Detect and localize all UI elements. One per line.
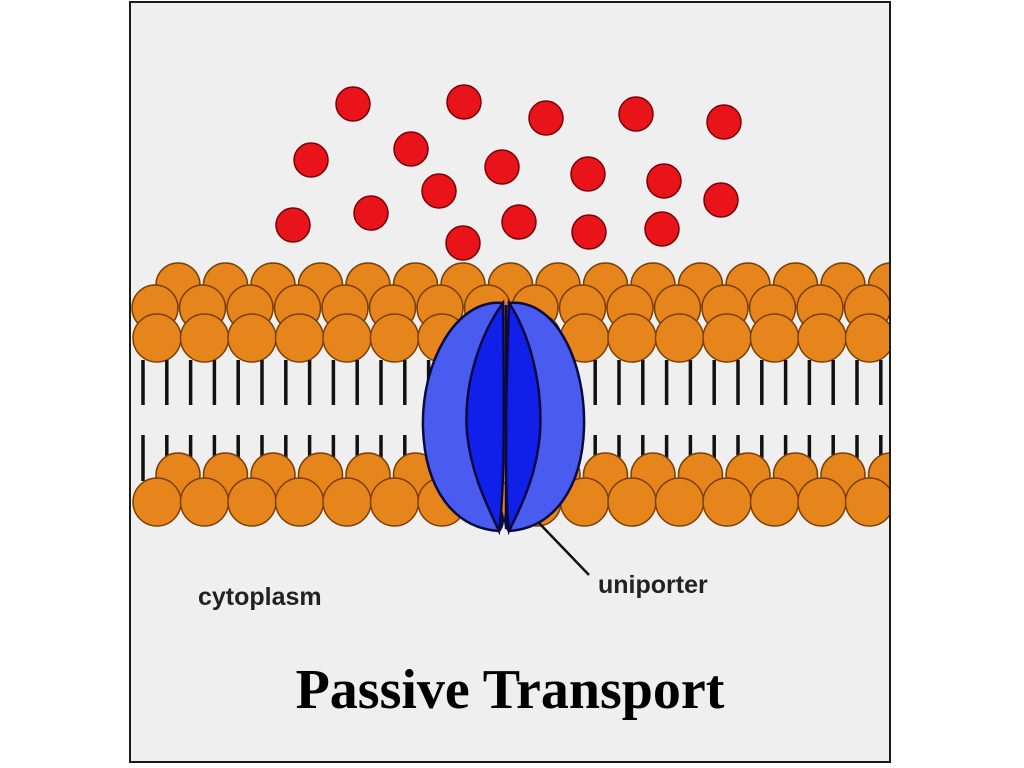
solute-molecule — [528, 100, 564, 136]
phospholipid-head — [369, 477, 420, 527]
solute-molecule — [618, 96, 654, 132]
phospholipid-head — [797, 313, 847, 363]
solute-molecules — [275, 84, 742, 261]
solute-molecule — [275, 207, 311, 243]
phospholipid-head — [369, 313, 420, 363]
uniporter-protein — [421, 299, 586, 536]
phospholipid-head — [322, 477, 372, 527]
phospholipid-head — [702, 477, 752, 527]
phospholipid-head — [274, 313, 325, 363]
phospholipid-head — [322, 313, 372, 363]
solute-molecule — [484, 149, 520, 185]
solute-molecule — [644, 211, 680, 247]
solute-molecule — [353, 195, 389, 231]
phospholipid-head — [132, 477, 182, 527]
solute-molecule — [706, 104, 742, 140]
solute-molecule — [421, 173, 457, 209]
phospholipid-head — [749, 477, 800, 527]
solute-molecule — [445, 225, 481, 261]
solute-molecule — [335, 86, 371, 122]
cytoplasm-label: cytoplasm — [198, 583, 322, 611]
uniporter-label: uniporter — [598, 571, 708, 599]
phospholipid-head — [607, 477, 657, 527]
page-title: Passive Transport — [295, 659, 725, 721]
phospholipid-head — [749, 313, 800, 363]
solute-molecule — [393, 131, 429, 167]
phospholipid-head — [844, 313, 889, 363]
phospholipid-head — [797, 477, 847, 527]
solute-molecule — [570, 156, 606, 192]
protein-left-inner — [465, 299, 506, 536]
solute-molecule — [293, 142, 329, 178]
solute-molecule — [446, 84, 482, 120]
solute-molecule — [501, 204, 537, 240]
phospholipid-head — [607, 313, 657, 363]
diagram-frame: cytoplasm uniporter Passive Transport — [129, 1, 891, 763]
membrane-diagram — [131, 84, 889, 576]
solute-molecule — [571, 214, 607, 250]
solute-molecule — [703, 182, 739, 218]
phospholipid-head — [654, 313, 705, 363]
phospholipid-head — [654, 477, 705, 527]
phospholipid-head — [179, 477, 230, 527]
uniporter-pointer-line — [538, 522, 590, 576]
phospholipid-head — [132, 313, 182, 363]
phospholipid-head — [844, 477, 889, 527]
phospholipid-head — [702, 313, 752, 363]
solute-molecule — [646, 163, 682, 199]
phospholipid-head — [179, 313, 230, 363]
phospholipid-head — [227, 477, 277, 527]
phospholipid-head — [227, 313, 277, 363]
phospholipid-head — [274, 477, 325, 527]
